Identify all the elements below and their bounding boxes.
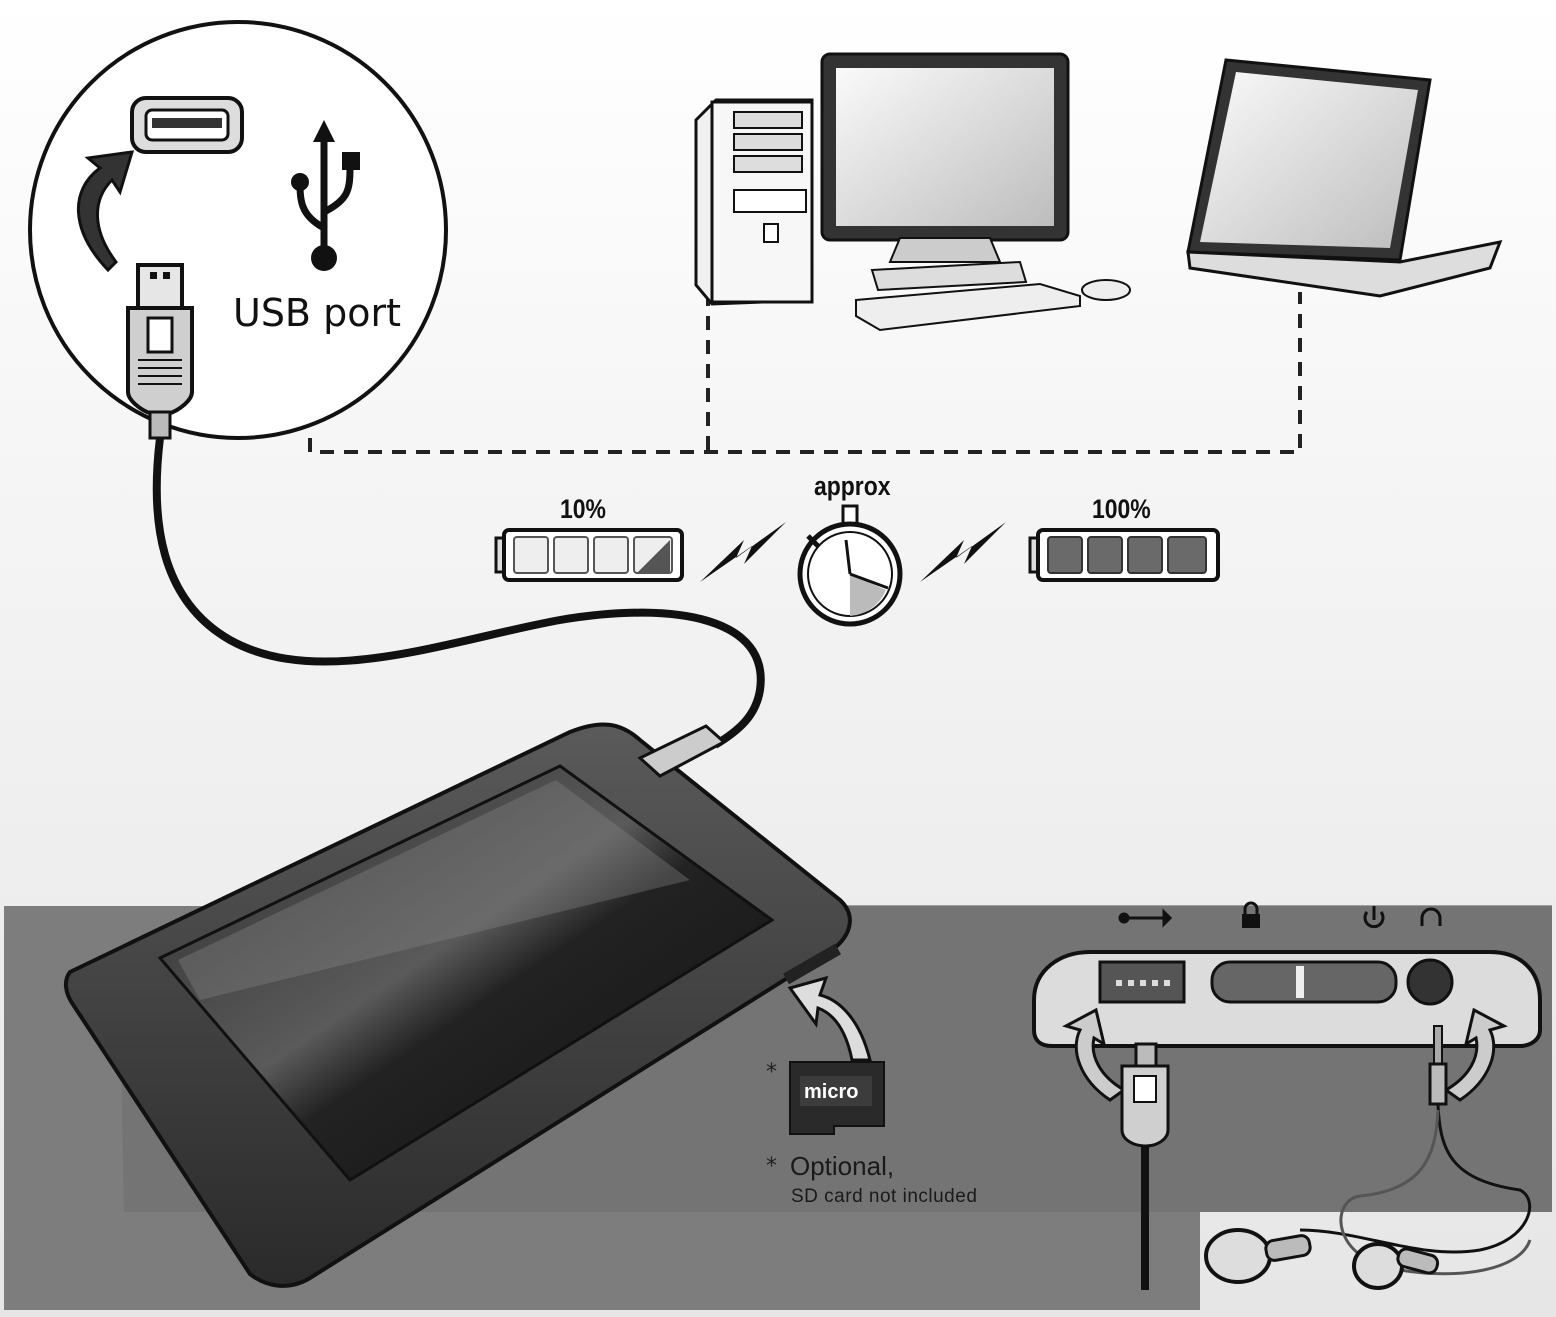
media-player-device [63, 722, 852, 1288]
plug-arrow [77, 150, 135, 273]
lightning-icon [700, 522, 786, 582]
usb-cable [152, 437, 765, 749]
card-insert-arrow [787, 975, 872, 1062]
usb-magnifier [28, 20, 448, 440]
optional-asterisk: * [766, 1154, 777, 1179]
desktop-monitor [820, 52, 1131, 332]
lock-icon [1242, 901, 1260, 928]
charge-time-label: approx [814, 471, 891, 501]
earbud [1352, 1242, 1404, 1290]
battery-full-icon [1028, 528, 1220, 582]
usb-small-icon [1118, 908, 1173, 928]
micro-sd-icon: micro [789, 1061, 885, 1135]
optional-label: Optional, [790, 1151, 895, 1181]
usb-port-label: USB port [233, 291, 401, 335]
card-asterisk: * [766, 1060, 777, 1085]
lightning-icon [920, 522, 1006, 582]
usb-insert-arrow [1062, 1007, 1127, 1102]
headphones-icon [1420, 907, 1442, 926]
device-edge-detail [1032, 901, 1542, 1290]
stopwatch-icon [797, 504, 903, 627]
power-icon [1363, 906, 1385, 929]
headphone-insert-arrow [1443, 1007, 1508, 1102]
earbud [1204, 1228, 1272, 1284]
micro-sd-logo: micro [804, 1081, 858, 1103]
battery-low-icon [494, 528, 684, 582]
usb-socket-icon [130, 96, 244, 154]
battery-full-label: 100% [1092, 494, 1151, 524]
sd-card-note: SD card not included [791, 1186, 978, 1207]
connection-lines [308, 292, 1302, 454]
battery-low-label: 10% [560, 494, 606, 524]
desktop-tower [694, 98, 814, 306]
laptop [1186, 58, 1503, 298]
usb-plug [126, 263, 194, 440]
